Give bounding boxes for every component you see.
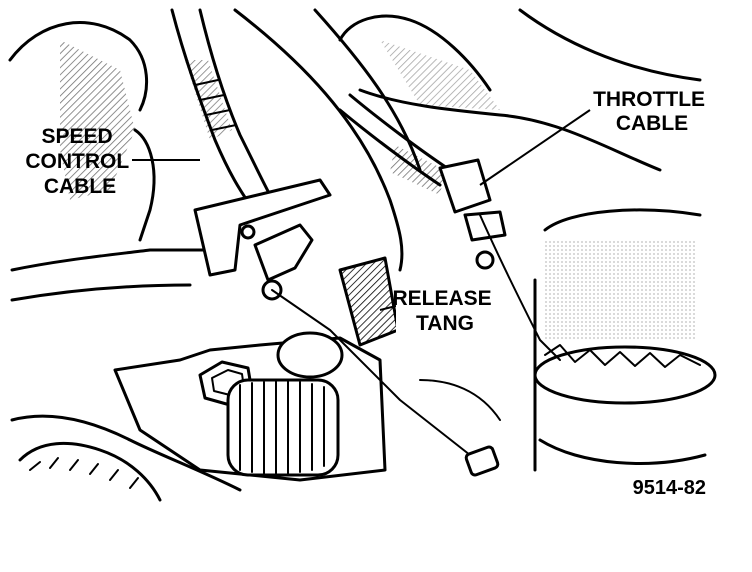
cable-fastener bbox=[475, 250, 495, 270]
spring-coils bbox=[239, 380, 325, 475]
release-tang-label: RELEASE TANG bbox=[392, 287, 497, 335]
bottom-ribs bbox=[29, 457, 139, 489]
throttle-body-wall-2 bbox=[313, 8, 422, 172]
throttle-lever bbox=[253, 223, 314, 282]
throttle-label-bg bbox=[595, 84, 711, 136]
linkage-wire-3 bbox=[419, 379, 501, 421]
tube-bottom-edge bbox=[538, 438, 707, 465]
hand-shade bbox=[380, 40, 500, 110]
hand-thumb-outline bbox=[338, 14, 492, 92]
figure-id: 9514-82 bbox=[633, 477, 706, 499]
throttle-cable-shade bbox=[390, 145, 445, 195]
engine-illustration bbox=[8, 8, 717, 502]
lower-ledge-line bbox=[10, 248, 212, 272]
housing-outline-side bbox=[133, 128, 156, 242]
tube-texture bbox=[545, 240, 695, 340]
bracket-hole bbox=[240, 224, 256, 240]
lower-ledge-line-2 bbox=[10, 283, 192, 302]
speed-cable-hose-right bbox=[198, 8, 272, 197]
tube-band-1 bbox=[533, 345, 717, 405]
hand-upper-line bbox=[518, 8, 702, 82]
throttle-cable-label: THROTTLE CABLE bbox=[593, 88, 711, 135]
wire-end-ferrule bbox=[464, 445, 500, 477]
speed-control-cable-label: SPEED CONTROL CABLE bbox=[25, 125, 134, 198]
return-spring bbox=[226, 378, 340, 477]
linkage-wire-2 bbox=[479, 214, 561, 361]
throttle-body-wall bbox=[233, 8, 404, 272]
tube-clamp-teeth bbox=[544, 344, 701, 368]
linkage-wire-1 bbox=[271, 289, 471, 456]
throttle-cable-leader bbox=[479, 109, 591, 186]
bottom-curve bbox=[10, 414, 242, 492]
speed-cable-ribs bbox=[194, 79, 237, 131]
release-label-bg bbox=[396, 284, 496, 336]
bottom-curve-2 bbox=[18, 441, 162, 502]
right-tube bbox=[533, 208, 717, 472]
cable-bracket bbox=[193, 178, 332, 277]
spring-cap bbox=[276, 331, 344, 379]
spring-housing bbox=[226, 378, 340, 477]
throttle-cable-end bbox=[438, 158, 492, 214]
speed-cable-hose-shade bbox=[185, 60, 232, 140]
housing-shade bbox=[60, 40, 135, 200]
housing-outline-top bbox=[8, 21, 149, 112]
throttle-cable-outer bbox=[348, 93, 452, 172]
hand-finger-line bbox=[358, 88, 662, 172]
tube-top-edge bbox=[543, 208, 702, 232]
